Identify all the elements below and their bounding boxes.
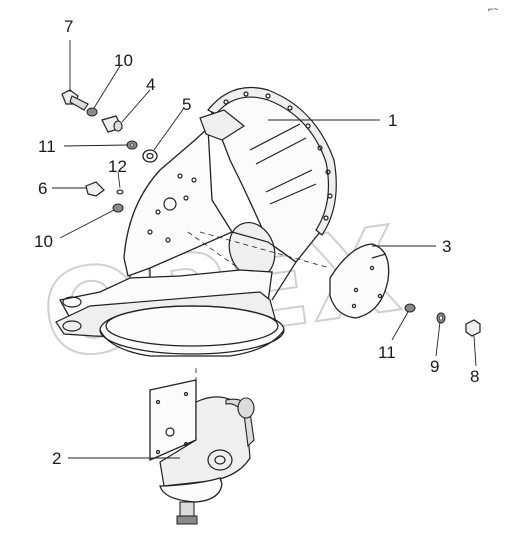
lock-washer-10a [86,107,98,117]
callout-10-lower: 10 [34,232,53,251]
leader-lines [52,40,477,459]
small-nut-13 [116,189,124,195]
callout-7: 7 [64,17,73,36]
spacer-4 [101,115,123,133]
lock-washer-10b [112,203,124,213]
callout-10: 10 [114,51,133,70]
callout-13: 12 [108,157,127,176]
callout-8: 8 [470,367,479,386]
bolt-7 [61,89,89,111]
bolt-6 [85,181,105,197]
nut-8 [465,319,481,337]
cover-plate [329,243,390,319]
hopper-housing [55,86,337,392]
callout-3: 3 [442,237,451,256]
callout-11: 11 [378,343,396,362]
callout-5: 5 [182,95,191,114]
callout-1: 1 [388,111,397,130]
washer-5 [142,149,158,163]
flange-bolt-holes [223,91,333,221]
washer-9 [436,312,446,324]
callout-6: 6 [38,179,47,198]
callout-4: 4 [146,75,155,94]
callout-9: 9 [430,357,439,376]
corner-mark: ⌐~ [488,4,499,14]
callout-2: 2 [52,449,61,468]
washer-12 [126,140,138,150]
lock-washer-11 [404,303,416,313]
callout-12: 11 [38,137,56,156]
gearbox [149,379,255,525]
